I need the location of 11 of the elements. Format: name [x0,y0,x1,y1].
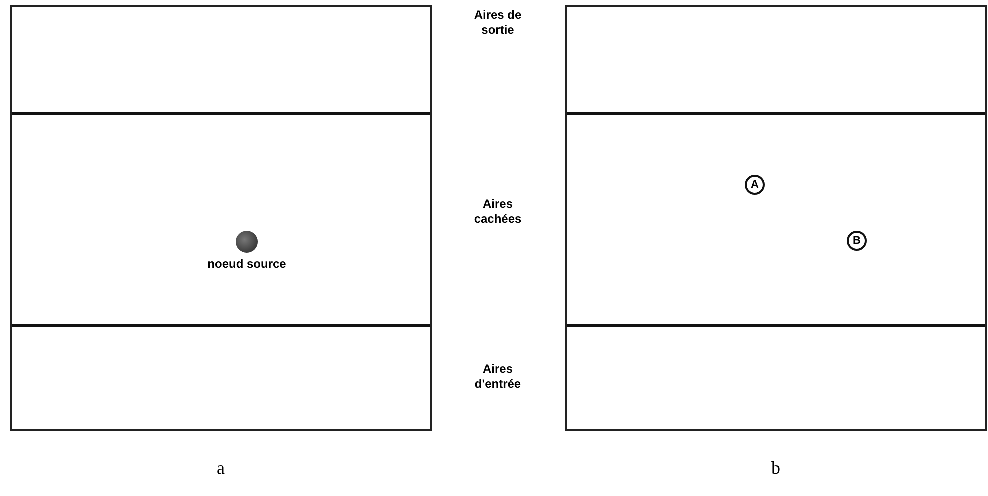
panel-caption: a [216,458,226,479]
circled-letter: B [847,231,867,251]
layer-label: Aires d'entrée [474,362,522,392]
node-caption: noeud source [206,257,288,272]
layer-label: Aires de sortie [473,8,523,38]
source-node-dot [236,231,258,253]
panel-frame [565,5,987,431]
panel-frame [10,5,432,431]
circled-letter: A [745,175,765,195]
panel-caption: b [770,458,782,479]
layer-label: Aires cachées [473,197,523,227]
